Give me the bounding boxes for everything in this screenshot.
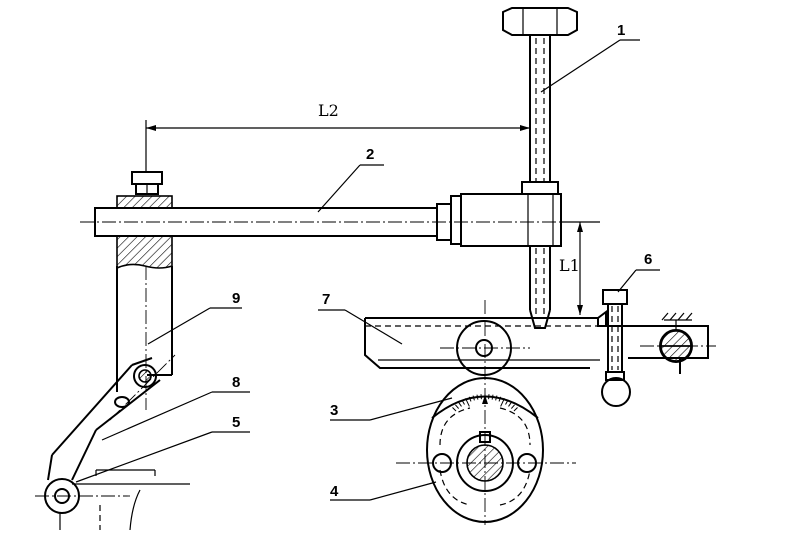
right-pivot <box>640 312 716 363</box>
dial-tick <box>505 399 509 405</box>
dial-tick <box>468 396 472 402</box>
dial-tick <box>500 398 505 407</box>
dial-tick <box>465 398 470 407</box>
dial-tick <box>491 394 494 400</box>
label-4: 4 <box>330 483 339 500</box>
label-9: 9 <box>232 290 240 307</box>
dial-tick <box>498 396 502 402</box>
label-l2: L2 <box>318 101 339 120</box>
label-7: 7 <box>322 291 330 308</box>
label-2: 2 <box>366 146 374 163</box>
label-l1: L1 <box>559 256 580 275</box>
label-5: 5 <box>232 414 240 431</box>
dial-tick <box>458 402 462 407</box>
graduated-dial <box>396 300 576 525</box>
dial-tick <box>476 394 479 400</box>
left-post <box>116 171 173 410</box>
label-8: 8 <box>232 374 240 391</box>
slide-table <box>364 310 709 374</box>
screw-knob <box>502 7 578 182</box>
dial-tick <box>472 395 475 401</box>
horizontal-bar <box>80 181 600 329</box>
label-1: 1 <box>617 22 625 39</box>
dial-tick <box>513 407 518 412</box>
dimension-l1: L1 <box>559 221 600 315</box>
adjust-bolt <box>601 289 631 407</box>
leaders: 1 2 6 7 9 8 5 3 4 <box>75 22 660 501</box>
lever-linkage <box>35 354 190 531</box>
dial-tick <box>510 404 515 409</box>
label-3: 3 <box>330 402 338 419</box>
dial-tick <box>452 407 457 412</box>
dial-tick <box>495 395 498 401</box>
dial-tick <box>461 399 465 405</box>
label-6: 6 <box>644 251 652 268</box>
dial-tick <box>508 402 512 407</box>
dial-tick <box>455 404 460 409</box>
dimension-l2: L2 <box>145 101 530 172</box>
